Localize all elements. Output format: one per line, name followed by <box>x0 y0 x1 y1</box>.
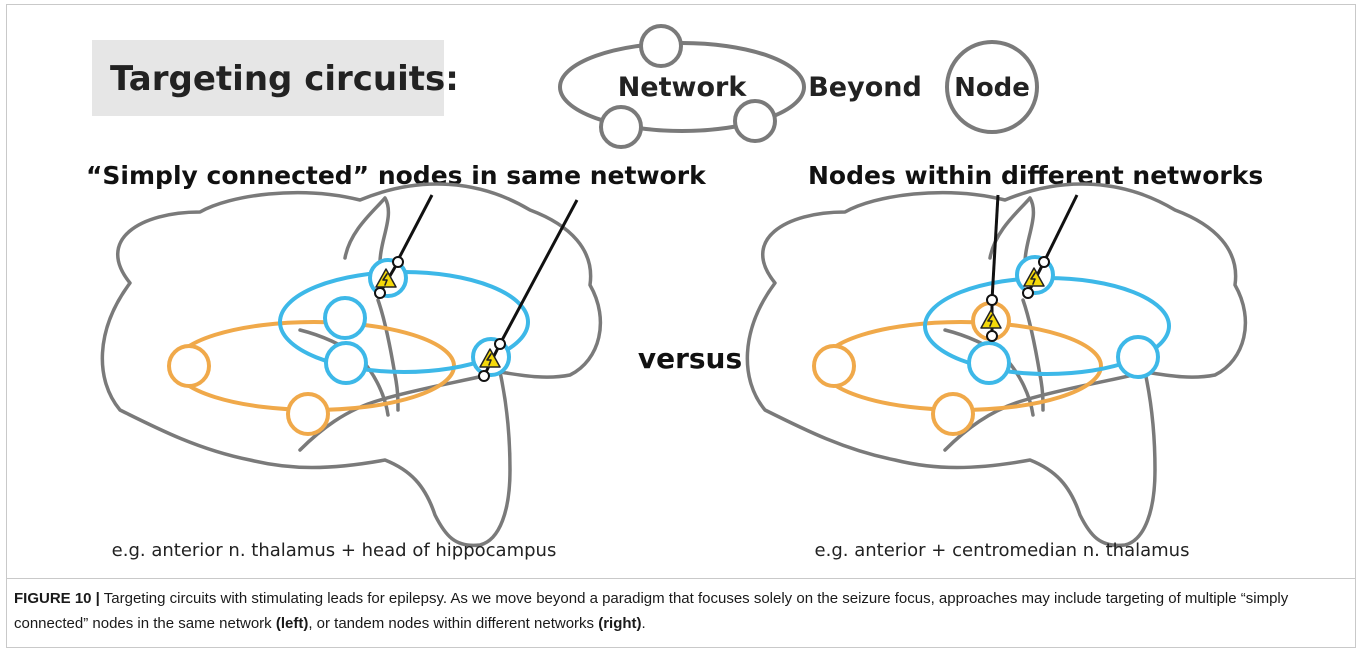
right-electrode-leads <box>980 194 1079 342</box>
node-symbol <box>945 40 1039 134</box>
right-example: e.g. anterior + centromedian n. thalamus <box>815 540 1190 561</box>
right-panel-title: Nodes within different networks <box>808 161 1263 190</box>
beyond-label: Beyond <box>808 72 922 103</box>
right-blue-network <box>923 255 1171 385</box>
network-symbol <box>558 24 806 149</box>
caption-text-2: , or tandem nodes within different netwo… <box>308 615 599 632</box>
caption-text-1: Targeting circuits with stimulating lead… <box>14 590 1289 632</box>
caption-left-tag: (left) <box>275 615 309 632</box>
left-orange-network <box>167 320 456 436</box>
network-label: Network <box>618 72 748 103</box>
caption-right-tag: (right) <box>598 615 642 632</box>
caption-label: FIGURE 10 | <box>14 590 100 607</box>
left-blue-network <box>278 258 530 385</box>
left-panel-title: “Simply connected” nodes in same network <box>86 161 707 190</box>
targeting-label-box <box>92 40 444 116</box>
left-example: e.g. anterior n. thalamus + head of hipp… <box>112 540 557 561</box>
versus-label: versus <box>638 342 742 375</box>
right-orange-network <box>812 301 1103 436</box>
node-label: Node <box>954 73 1030 103</box>
figure-caption: FIGURE 10 | Targeting circuits with stim… <box>14 586 1344 636</box>
caption-divider <box>6 578 1356 579</box>
diagram-canvas: Targeting circuits: Network Beyond Node … <box>86 24 1263 561</box>
left-electrode-leads <box>374 194 579 382</box>
caption-text-3: . <box>641 615 646 632</box>
targeting-label: Targeting circuits: <box>110 59 459 99</box>
